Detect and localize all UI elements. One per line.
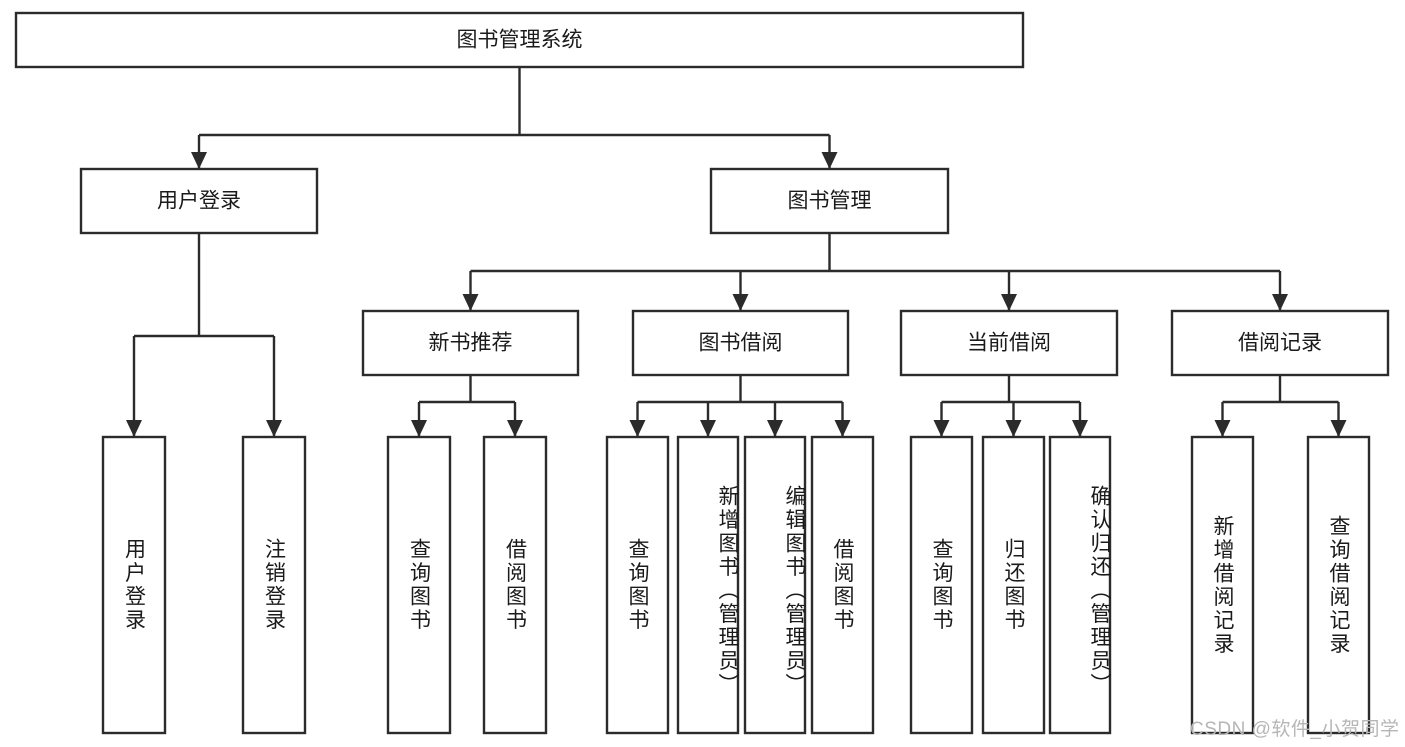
node-box-leaf-add-record[interactable] — [1190, 435, 1255, 735]
node-box-user-login[interactable] — [79, 167, 319, 235]
node-box-book-borrow[interactable] — [631, 309, 850, 377]
node-box-leaf-return-book[interactable] — [981, 435, 1046, 735]
arrow-head-leaf-user-logout — [266, 420, 282, 437]
node-box-leaf-confirm-return[interactable] — [1048, 435, 1112, 735]
arrow-head-leaf-query-record — [1330, 420, 1347, 437]
node-box-new-book-rec[interactable] — [361, 309, 580, 377]
arrow-head-new-book-rec — [462, 294, 479, 311]
arrow-head-leaf-edit-book — [767, 420, 783, 437]
node-box-leaf-user-login[interactable] — [101, 435, 167, 735]
arrow-head-leaf-query-book-1 — [411, 420, 427, 437]
arrow-head-leaf-add-record — [1214, 420, 1231, 437]
node-label-borrow-record: 借阅记录 — [1238, 332, 1322, 355]
arrow-head-leaf-borrow-book-1 — [507, 420, 523, 437]
arrow-head-borrow-record — [1272, 294, 1288, 311]
node-box-borrow-record[interactable] — [1170, 309, 1390, 377]
node-box-leaf-user-logout[interactable] — [241, 435, 307, 735]
arrow-head-book-manage — [821, 152, 838, 169]
arrow-head-leaf-query-book-3 — [933, 420, 950, 437]
arrow-head-current-borrow — [1001, 294, 1017, 311]
node-box-leaf-add-book[interactable] — [676, 435, 740, 735]
arrow-head-leaf-query-book-2 — [629, 420, 646, 437]
arrow-head-user-login — [191, 152, 207, 169]
node-box-root[interactable] — [14, 11, 1025, 69]
node-box-leaf-query-book-3[interactable] — [909, 435, 974, 735]
node-box-leaf-query-record[interactable] — [1306, 435, 1371, 735]
node-box-leaf-borrow-book-1[interactable] — [482, 435, 548, 735]
node-label-current-borrow: 当前借阅 — [967, 332, 1051, 355]
node-box-leaf-borrow-book-2[interactable] — [810, 435, 875, 735]
arrow-head-leaf-user-login — [126, 420, 142, 437]
arrow-head-leaf-add-book — [700, 420, 716, 437]
arrow-head-leaf-return-book — [1005, 420, 1022, 437]
watermark-text: CSDN @软件_小贺同学 — [1190, 719, 1400, 740]
node-label-user-login: 用户登录 — [157, 190, 241, 213]
node-box-leaf-query-book-2[interactable] — [605, 435, 670, 735]
node-label-new-book-rec: 新书推荐 — [429, 332, 513, 355]
node-box-book-manage[interactable] — [709, 167, 950, 235]
arrow-head-leaf-borrow-book-2 — [834, 420, 851, 437]
connector-layer — [126, 67, 1347, 437]
node-box-current-borrow[interactable] — [899, 309, 1119, 377]
node-box-leaf-edit-book[interactable] — [743, 435, 807, 735]
arrow-head-book-borrow — [732, 294, 749, 311]
node-label-book-manage: 图书管理 — [788, 190, 872, 213]
node-label-book-borrow: 图书借阅 — [699, 332, 783, 355]
arrow-head-leaf-confirm-return — [1072, 420, 1088, 437]
node-box-leaf-query-book-1[interactable] — [386, 435, 452, 735]
node-label-root: 图书管理系统 — [457, 29, 583, 52]
